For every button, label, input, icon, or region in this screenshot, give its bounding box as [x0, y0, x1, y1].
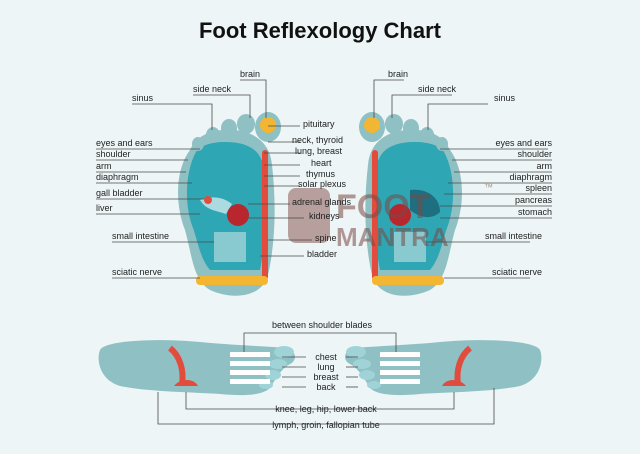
watermark-tm: ™ — [484, 182, 493, 192]
label-heart: heart — [311, 158, 332, 168]
right-foot-side — [345, 340, 542, 396]
label-right-shoulder: shoulder — [517, 149, 552, 159]
label-back: back — [316, 382, 336, 392]
label-right-eyes-ears: eyes and ears — [495, 138, 552, 148]
label-left-eyes-ears: eyes and ears — [96, 138, 153, 148]
label-left-shoulder: shoulder — [96, 149, 131, 159]
right-side-toe-3 — [359, 370, 375, 380]
left-toe-5 — [192, 137, 204, 151]
label-left-sinus: sinus — [132, 93, 154, 103]
label-right-stomach: stomach — [518, 207, 552, 217]
label-neck-thyroid: neck, thyroid — [292, 135, 343, 145]
label-chest: chest — [315, 352, 337, 362]
label-left-small-intestine: small intestine — [112, 231, 169, 241]
left-side-toe-1 — [274, 346, 294, 358]
right-sciatic-yellow — [372, 276, 444, 285]
watermark-logo: FOOT MANTRA ™ — [288, 182, 493, 252]
label-right-sinus: sinus — [494, 93, 516, 103]
label-right-spleen: spleen — [525, 183, 552, 193]
label-right-arm: arm — [537, 161, 553, 171]
label-kidneys: kidneys — [309, 211, 340, 221]
leader-lines-top — [96, 79, 552, 279]
label-left-liver: liver — [96, 203, 113, 213]
right-side-toe-2 — [353, 359, 371, 369]
label-right-small-intestine: small intestine — [485, 231, 542, 241]
right-brain-zone — [364, 117, 380, 133]
label-right-side-neck: side neck — [418, 84, 457, 94]
label-adrenal-glands: adrenal glands — [292, 197, 352, 207]
label-solar-plexus: solar plexus — [298, 179, 347, 189]
label-left-diaphragm: diaphragm — [96, 172, 139, 182]
label-thymus: thymus — [306, 169, 336, 179]
right-foot — [359, 112, 462, 296]
left-sciatic-yellow — [196, 276, 268, 285]
label-spine: spine — [315, 233, 337, 243]
watermark-line1: FOOT — [336, 188, 431, 226]
label-pituitary: pituitary — [303, 119, 335, 129]
label-breast: breast — [313, 372, 339, 382]
right-side-toe-1 — [346, 346, 366, 358]
label-lymph: lymph, groin, fallopian tube — [272, 420, 380, 430]
label-right-diaphragm: diaphragm — [509, 172, 552, 182]
right-side-heel-red — [442, 380, 466, 386]
left-toe-3 — [221, 119, 237, 137]
left-foot — [178, 112, 281, 296]
left-side-heel-red — [174, 380, 198, 386]
right-side-red-arc — [454, 345, 473, 385]
labels-right: brain side neck sinus eyes and ears shou… — [388, 69, 553, 277]
label-knee-leg-hip: knee, leg, hip, lower back — [275, 404, 377, 414]
left-brain-zone — [260, 117, 276, 133]
left-gallbladder — [204, 196, 212, 204]
labels-center: pituitary neck, thyroid lung, breast hea… — [292, 119, 352, 259]
right-side-stripes — [380, 352, 420, 384]
right-toe-2 — [385, 114, 403, 134]
right-side-toe-4 — [367, 381, 381, 389]
left-intestine — [214, 232, 246, 262]
left-foot-side — [98, 340, 295, 396]
left-spine-red — [262, 150, 268, 280]
labels-left: brain side neck sinus eyes and ears shou… — [96, 69, 260, 277]
label-between-shoulder-blades: between shoulder blades — [272, 320, 373, 330]
label-right-brain: brain — [388, 69, 408, 79]
left-side-stripes — [230, 352, 270, 384]
left-side-toe-2 — [269, 359, 287, 369]
labels-bottom: between shoulder blades chest lung breas… — [272, 320, 380, 430]
left-side-red-arc — [167, 345, 186, 385]
label-lung: lung — [317, 362, 334, 372]
left-toe-2 — [237, 114, 255, 134]
label-right-sciatic-nerve: sciatic nerve — [492, 267, 542, 277]
page-title: Foot Reflexology Chart — [198, 18, 441, 43]
right-intestine — [394, 232, 426, 262]
right-stomach — [410, 189, 440, 218]
label-left-brain: brain — [240, 69, 260, 79]
right-toe-4 — [420, 127, 434, 143]
right-kidney — [389, 204, 411, 226]
watermark-icon — [288, 188, 330, 243]
label-bladder: bladder — [307, 249, 337, 259]
right-toe-3 — [403, 119, 419, 137]
label-left-side-neck: side neck — [193, 84, 232, 94]
leader-lines-bottom — [157, 332, 495, 425]
label-left-sciatic-nerve: sciatic nerve — [112, 267, 162, 277]
right-toe-5 — [436, 137, 448, 151]
label-left-gall-bladder: gall bladder — [96, 188, 143, 198]
left-kidney — [227, 204, 249, 226]
label-left-arm: arm — [96, 161, 112, 171]
watermark-line2: MANTRA — [336, 222, 449, 252]
left-toe-4 — [206, 127, 220, 143]
right-spine-red — [372, 150, 378, 280]
label-right-pancreas: pancreas — [515, 195, 553, 205]
label-lung-breast: lung, breast — [295, 146, 343, 156]
